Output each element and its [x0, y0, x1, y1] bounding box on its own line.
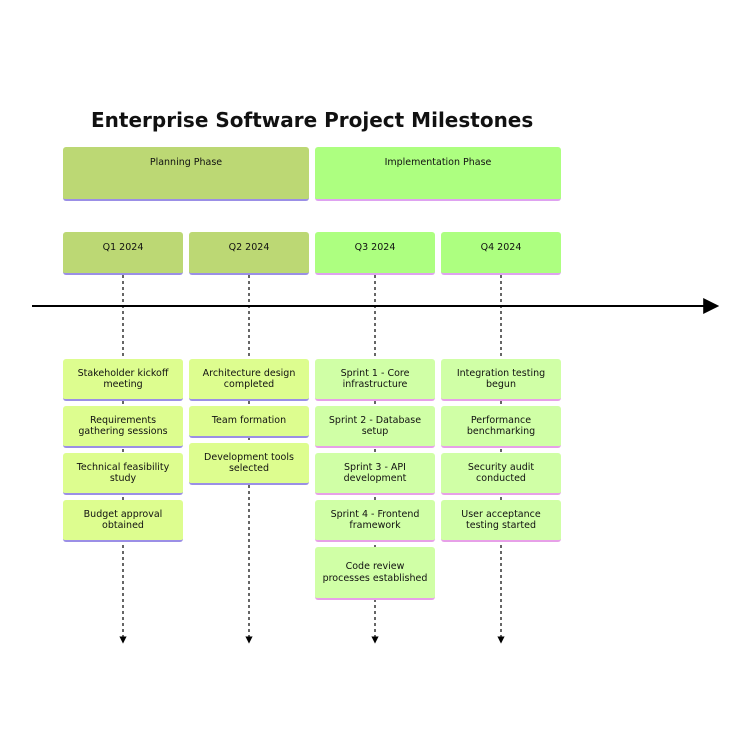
event-q3-1: Sprint 1 - Core infrastructure	[315, 359, 435, 401]
event-q4-2: Performance benchmarking	[441, 406, 561, 448]
event-q3-2: Sprint 2 - Database setup	[315, 406, 435, 448]
event-q3-3: Sprint 3 - API development	[315, 453, 435, 495]
section-planning: Planning Phase	[63, 147, 309, 201]
section-implementation: Implementation Phase	[315, 147, 561, 201]
period-q3: Q3 2024	[315, 232, 435, 275]
event-q1-4: Budget approval obtained	[63, 500, 183, 542]
period-q1: Q1 2024	[63, 232, 183, 275]
event-q3-4: Sprint 4 - Frontend framework	[315, 500, 435, 542]
event-q4-1: Integration testing begun	[441, 359, 561, 401]
diagram-title: Enterprise Software Project Milestones	[91, 108, 534, 132]
event-q2-3: Development tools selected	[189, 443, 309, 485]
event-q4-3: Security audit conducted	[441, 453, 561, 495]
event-q3-5: Code review processes established	[315, 547, 435, 600]
event-q2-1: Architecture design completed	[189, 359, 309, 401]
period-q4: Q4 2024	[441, 232, 561, 275]
event-q1-3: Technical feasibility study	[63, 453, 183, 495]
event-q4-4: User acceptance testing started	[441, 500, 561, 542]
period-q2: Q2 2024	[189, 232, 309, 275]
event-q1-2: Requirements gathering sessions	[63, 406, 183, 448]
event-q1-1: Stakeholder kickoff meeting	[63, 359, 183, 401]
event-q2-2: Team formation	[189, 406, 309, 438]
